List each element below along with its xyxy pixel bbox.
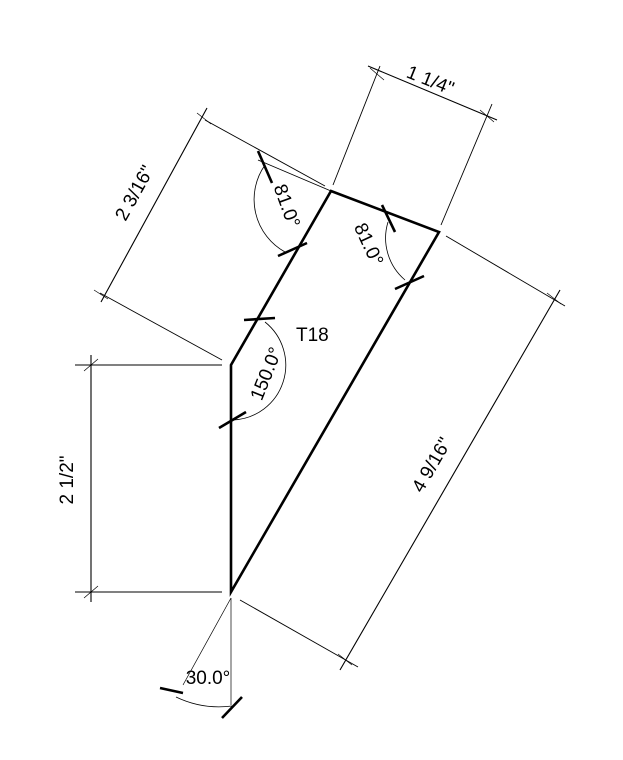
top-dim-ext-left — [332, 65, 381, 186]
left-lower-tick-top — [83, 358, 99, 372]
angle-top-left-ref — [257, 159, 332, 192]
right-dim-ext-bottom — [239, 599, 359, 668]
angle-bottom-tick-2 — [221, 696, 243, 719]
left-upper-dim-label: 2 3/16" — [112, 162, 159, 224]
left-lower-dim-label: 2 1/2" — [57, 455, 78, 504]
angle-top-left-tick-2 — [277, 241, 308, 258]
right-dim-label: 4 9/16" — [408, 434, 456, 496]
angle-top-right-tick-1 — [380, 204, 397, 233]
angle-top-right-arc — [385, 221, 406, 281]
right-dim-line — [339, 289, 561, 671]
top-dim-line — [367, 65, 498, 121]
left-lower-tick-bottom — [83, 585, 99, 599]
angle-top-right-tick-2 — [394, 274, 425, 291]
top-dim-tick-right — [479, 109, 495, 123]
left-upper-ext-top — [204, 119, 326, 187]
left-upper-ext-bottom — [99, 292, 223, 361]
right-dim-tick-top — [546, 292, 562, 305]
right-dim-ext-top — [445, 235, 566, 307]
angle-top-left-label: 81.0° — [269, 182, 304, 231]
top-dim-tick-left — [369, 67, 385, 81]
left-upper-tick-top — [196, 112, 212, 125]
angle-bottom-arc — [175, 696, 233, 708]
right-dim-tick-bottom — [337, 653, 353, 666]
angle-bottom-label: 30.0° — [186, 668, 231, 689]
left-upper-dim-line — [100, 107, 208, 303]
top-dim-label: 1 1/4" — [403, 62, 456, 100]
angle-left-bend-tick-1 — [243, 316, 276, 322]
angle-bottom-tick-1 — [159, 686, 184, 695]
angle-left-bend-label: 150.0° — [247, 344, 287, 403]
angle-left-bend-tick-2 — [218, 410, 247, 430]
part-label: T18 — [296, 325, 329, 346]
angle-left-bend-arc — [232, 321, 287, 421]
angle-top-left-arc — [253, 164, 286, 253]
angle-bottom-ref-diagonal — [182, 597, 232, 686]
top-dim-ext-right — [440, 103, 493, 226]
angle-top-right-label: 81.0° — [349, 220, 387, 269]
angle-top-left-tick-1 — [256, 150, 274, 184]
left-upper-tick-bottom — [93, 289, 109, 300]
